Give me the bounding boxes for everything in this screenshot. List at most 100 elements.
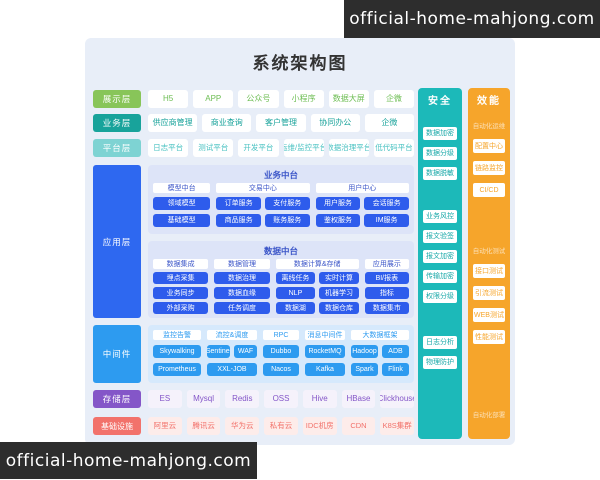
bigdata-framework-header: 大数据框架 (351, 330, 409, 340)
display-item-chip: 小程序 (283, 90, 324, 108)
storage-item-chip: HBase (341, 390, 376, 408)
display-item-chip: APP (193, 90, 234, 108)
security-chip: 传输加密 (423, 270, 457, 283)
business-layer-row: 供应商管理商业查询客户管理协同办公企微 (148, 114, 415, 132)
watermark-bottom: official-home-mahjong.com (0, 442, 257, 479)
trade-service-chip: 支付服务 (264, 197, 310, 210)
user-service-chip: 用户服务 (315, 197, 361, 210)
middleware-chip: Sentinel (207, 345, 230, 358)
user-service-chip: 会话服务 (364, 197, 409, 210)
efficiency-chip: CI/CD (473, 183, 505, 197)
storage-item-chip: Redis (225, 390, 260, 408)
watermark-top: official-home-mahjong.com (344, 0, 600, 38)
storage-layer-row: ESMysqlRedisOSSHiveHBaseClickhouse (148, 390, 415, 408)
flowcontrol-schedule-group: 流控&调度 Sentinel WAF XXL-JOB (207, 330, 257, 376)
middleware-chip: WAF (234, 345, 257, 358)
security-chip: 数据分级 (423, 147, 457, 160)
efficiency-chip: 接口测试 (473, 264, 505, 278)
display-item-chip: 公众号 (238, 90, 279, 108)
platform-item-chip: 低代码平台 (373, 139, 415, 157)
monitoring-alert-group: 监控告警 Skywalking Prometheus (153, 330, 201, 376)
trade-service-chip: 商品服务 (216, 214, 261, 227)
security-column: 安全 数据加密数据分级数据脱敏 业务风控报文验签报文加密传输加密权限分级 日志分… (418, 88, 462, 439)
middleware-chip: XXL-JOB (207, 363, 257, 376)
efficiency-chip: WEB测试 (473, 308, 505, 322)
layer-label-application: 应用层 (93, 165, 141, 318)
infra-item-chip: 腾讯云 (186, 417, 221, 435)
app-display-group: 应用展示 BI/报表 指标 数据集市 (364, 259, 409, 314)
trade-service-chip: 账务服务 (264, 214, 310, 227)
middleware-chip: Dubbo (263, 345, 299, 358)
security-chip: 日志分析 (423, 336, 457, 349)
data-compute-storage-header: 数据计算&存储 (275, 259, 359, 269)
middleware-chip: Spark (351, 363, 378, 376)
middleware-chip: Nacos (263, 363, 299, 376)
data-management-group: 数据管理 数据治理 数据血缘 任务调度 (214, 259, 270, 314)
middleware-chip: Kafka (305, 363, 345, 376)
user-center-header: 用户中心 (315, 183, 409, 193)
model-center-header: 模型中台 (153, 183, 211, 193)
efficiency-column-title: 效能 (477, 96, 501, 107)
security-chip: 数据脱敏 (423, 167, 457, 180)
infra-item-chip: 华为云 (225, 417, 260, 435)
infra-item-chip: 阿里云 (148, 417, 182, 435)
storage-item-chip: ES (148, 390, 182, 408)
middleware-chip: Prometheus (153, 363, 201, 376)
user-service-chip: 鉴权服务 (315, 214, 361, 227)
security-chip: 报文加密 (423, 250, 457, 263)
business-item-chip: 客户管理 (256, 114, 306, 132)
display-item-chip: 数据大屏 (328, 90, 369, 108)
middleware-chip: Flink (382, 363, 409, 376)
security-chip: 业务风控 (423, 210, 457, 223)
monitoring-alert-header: 监控告警 (153, 330, 201, 340)
trade-center-header: 交易中心 (216, 183, 310, 193)
data-chip: BI/报表 (364, 272, 409, 284)
auto-deploy-label: 自动化部署 (472, 412, 506, 419)
layer-label-middleware: 中间件 (93, 325, 141, 383)
business-mid-platform-title: 业务中台 (263, 170, 298, 180)
layer-label-platform: 平台层 (93, 139, 141, 157)
security-chip: 报文验签 (423, 230, 457, 243)
data-chip: 数据集市 (364, 302, 409, 314)
security-chip: 权限分级 (423, 290, 457, 303)
middleware-panel: 监控告警 Skywalking Prometheus 流控&调度 Sentine… (148, 325, 414, 383)
flowcontrol-schedule-header: 流控&调度 (207, 330, 257, 340)
business-mid-platform-panel: 业务中台 模型中台 领域模型 基础模型 交易中心 订单服务支付服务 商品服务账务… (148, 165, 414, 234)
middleware-chip: Hadoop (351, 345, 378, 358)
model-service-chip: 领域模型 (153, 197, 211, 210)
storage-item-chip: Mysql (186, 390, 221, 408)
layer-label-storage: 存储层 (93, 390, 141, 408)
data-management-header: 数据管理 (214, 259, 270, 269)
efficiency-chip: 性能测试 (473, 330, 505, 344)
platform-item-chip: 开发平台 (238, 139, 279, 157)
storage-item-chip: Hive (302, 390, 337, 408)
data-chip: NLP (275, 287, 316, 299)
data-chip: 业务同步 (153, 287, 209, 299)
storage-item-chip: OSS (264, 390, 298, 408)
display-item-chip: H5 (148, 90, 189, 108)
trade-center-group: 交易中心 订单服务支付服务 商品服务账务服务 (216, 183, 310, 227)
business-item-chip: 供应商管理 (148, 114, 198, 132)
efficiency-chip: 引流测试 (473, 286, 505, 300)
platform-item-chip: 运维/监控平台 (283, 139, 324, 157)
infra-item-chip: K8S集群 (380, 417, 415, 435)
layer-label-display: 展示层 (93, 90, 141, 108)
message-middleware-header: 消息中间件 (305, 330, 345, 340)
infra-item-chip: 私有云 (264, 417, 298, 435)
layer-label-infra: 基础设施 (93, 417, 141, 435)
data-chip: 埋点采集 (153, 272, 209, 284)
data-chip: 外部采购 (153, 302, 209, 314)
model-center-group: 模型中台 领域模型 基础模型 (153, 183, 211, 227)
auto-ops-label: 自动化运维 (472, 123, 506, 130)
data-chip: 数据治理 (214, 272, 270, 284)
efficiency-chip: 配置中心 (473, 139, 505, 153)
trade-service-chip: 订单服务 (216, 197, 261, 210)
middleware-chip: RocketMQ (305, 345, 345, 358)
security-chip: 数据加密 (423, 127, 457, 140)
user-service-chip: IM服务 (364, 214, 409, 227)
infra-item-chip: IDC机房 (302, 417, 337, 435)
